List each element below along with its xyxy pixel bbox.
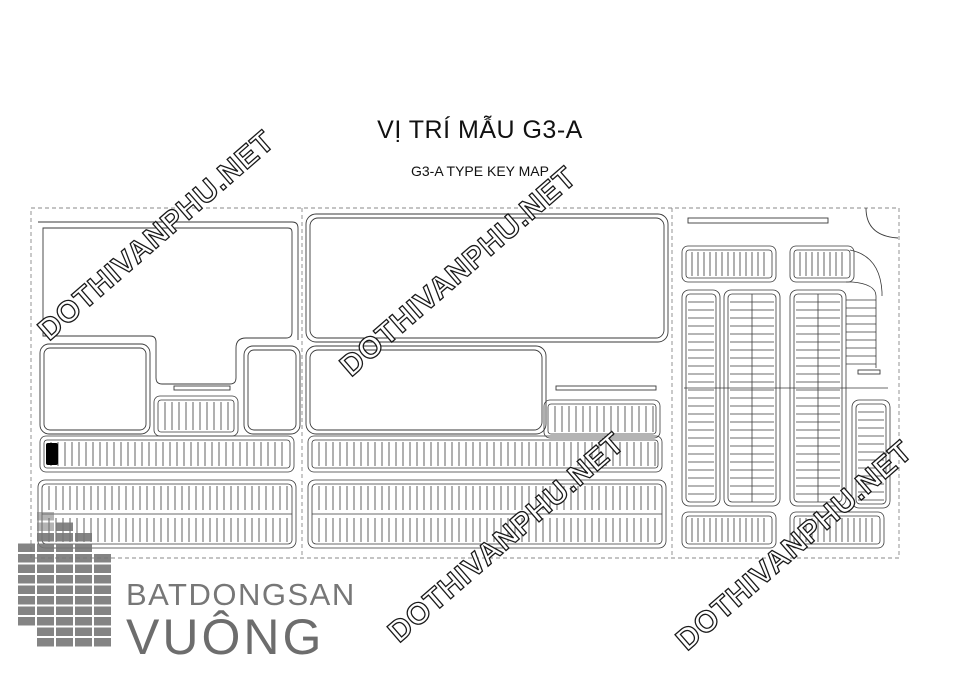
building-grid-icon <box>18 512 111 647</box>
logo-line1: BATDONGSAN <box>126 577 356 612</box>
page-subtitle: G3-A TYPE KEY MAP <box>411 163 549 179</box>
highlighted-lot-g3a <box>46 443 58 465</box>
logo-line2: VUÔNG <box>126 609 325 665</box>
page-title: VỊ TRÍ MẪU G3-A <box>377 116 583 144</box>
